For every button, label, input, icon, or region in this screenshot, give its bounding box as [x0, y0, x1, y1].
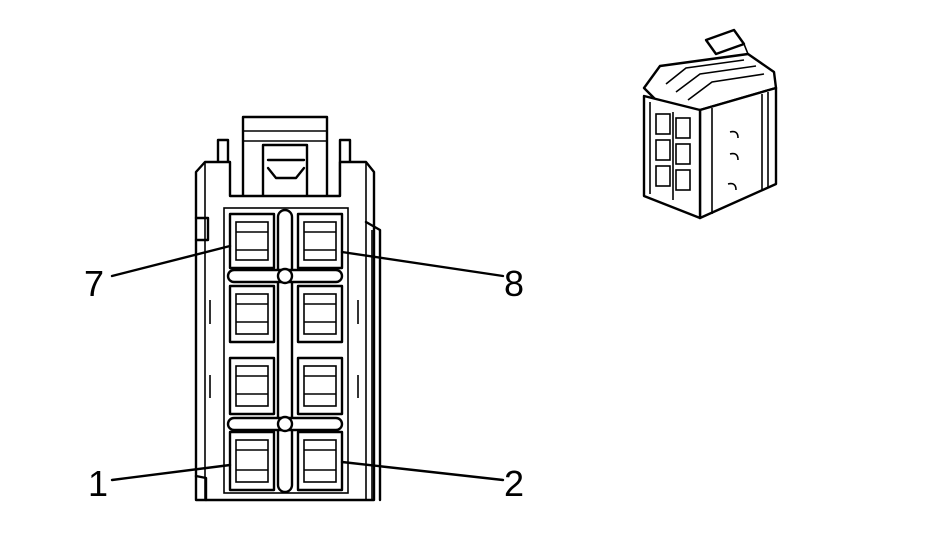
callout-label-1: 1: [88, 463, 108, 504]
connector-isometric-view: [642, 28, 778, 220]
leader-line-1: [110, 463, 232, 482]
callout-label-8: 8: [504, 263, 524, 304]
cavity: [228, 212, 276, 270]
leader-line-8: [340, 250, 505, 278]
connector-latch: [241, 115, 329, 199]
terminal-cavities: [228, 212, 344, 492]
callout-label-7: 7: [84, 263, 104, 304]
cavity: [296, 212, 344, 270]
leader-lines: [110, 244, 505, 482]
cavity: [296, 356, 344, 416]
cavity: [296, 430, 344, 492]
leader-line-2: [340, 460, 505, 482]
callout-label-2: 2: [504, 463, 524, 504]
cavity: [296, 284, 344, 344]
cavity: [228, 430, 276, 492]
callout-labels: 7 8 1 2: [84, 263, 524, 504]
connector-face-view: [194, 115, 382, 502]
leader-line-7: [110, 244, 232, 278]
cavity: [228, 356, 276, 416]
cavity: [228, 284, 276, 344]
